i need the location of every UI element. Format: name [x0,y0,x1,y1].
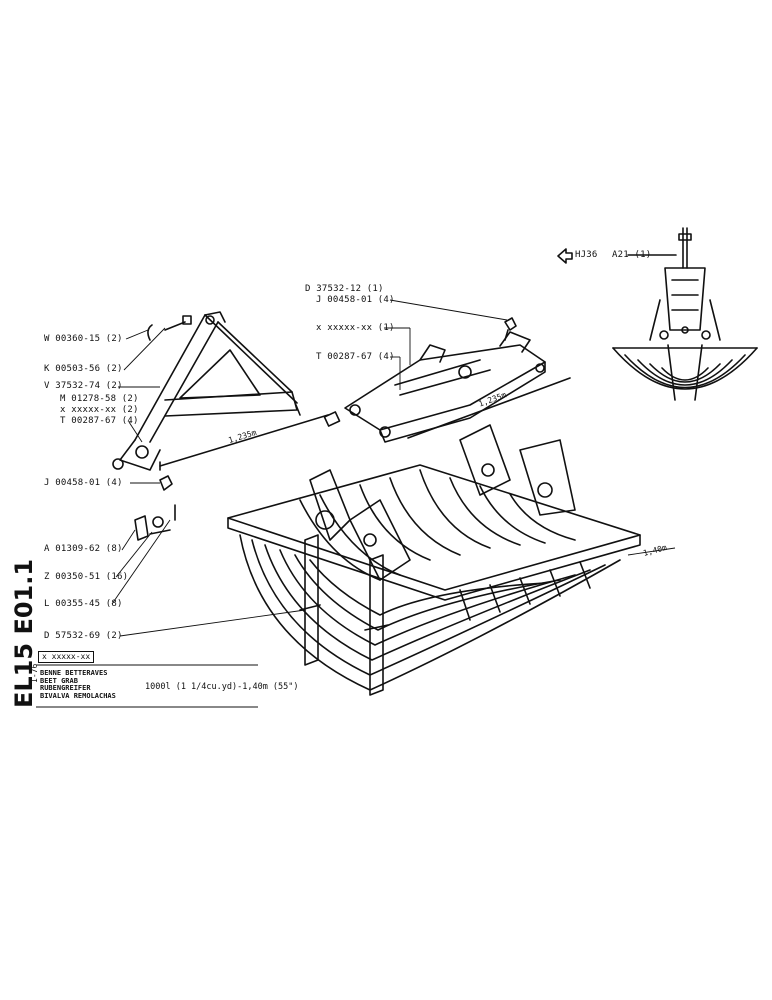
title-box: x xxxxx-xx [38,651,95,663]
assembled-grab-thumbnail [612,227,758,401]
callout-l: L 00355-45 (8) [44,599,123,609]
reference-arrow-icon [557,248,573,264]
callout-j-top: J 00458-01 (4) [316,295,395,305]
callout-j-left: J 00458-01 (4) [44,478,123,488]
beet-grab-basket [227,424,641,696]
a-frame-bracket [112,311,301,471]
callout-d-top: D 37532-12 (1) [305,284,384,294]
title-lines: BENNE BETTERAVES BEET GRAB RUBENGREIFER … [40,669,116,700]
callout-k: K 00503-56 (2) [44,364,123,374]
arrow-code-label: HJ36 [575,250,598,260]
callout-t-left: T 00287-67 (4) [60,416,139,426]
capacity: 1000l (1 1/4cu.yd)-1,40m (55") [145,682,299,692]
callout-z: Z 00350-51 (16) [44,572,129,582]
ref-label: A21 (1) [612,250,652,260]
title-line-es: BIVALVA REMOLACHAS [40,691,116,700]
title-line-en: BEET GRAB [40,676,78,685]
title-line-fr: BENNE BETTERAVES [40,669,108,677]
title-line-de: RUBENGREIFER [40,684,91,693]
callout-x-top: x xxxxx-xx (1) [316,323,395,333]
callout-t-top: T 00287-67 (4) [316,352,395,362]
callout-m: M 01278-58 (2) [60,394,139,404]
callout-d-bottom: D 57532-69 (2) [44,631,123,641]
callout-x-left: x xxxxx-xx (2) [60,405,139,415]
callout-v: V 37532-74 (2) [44,381,123,391]
callout-a: A 01309-62 (8) [44,544,123,554]
callout-w: W 00360-15 (2) [44,334,123,344]
